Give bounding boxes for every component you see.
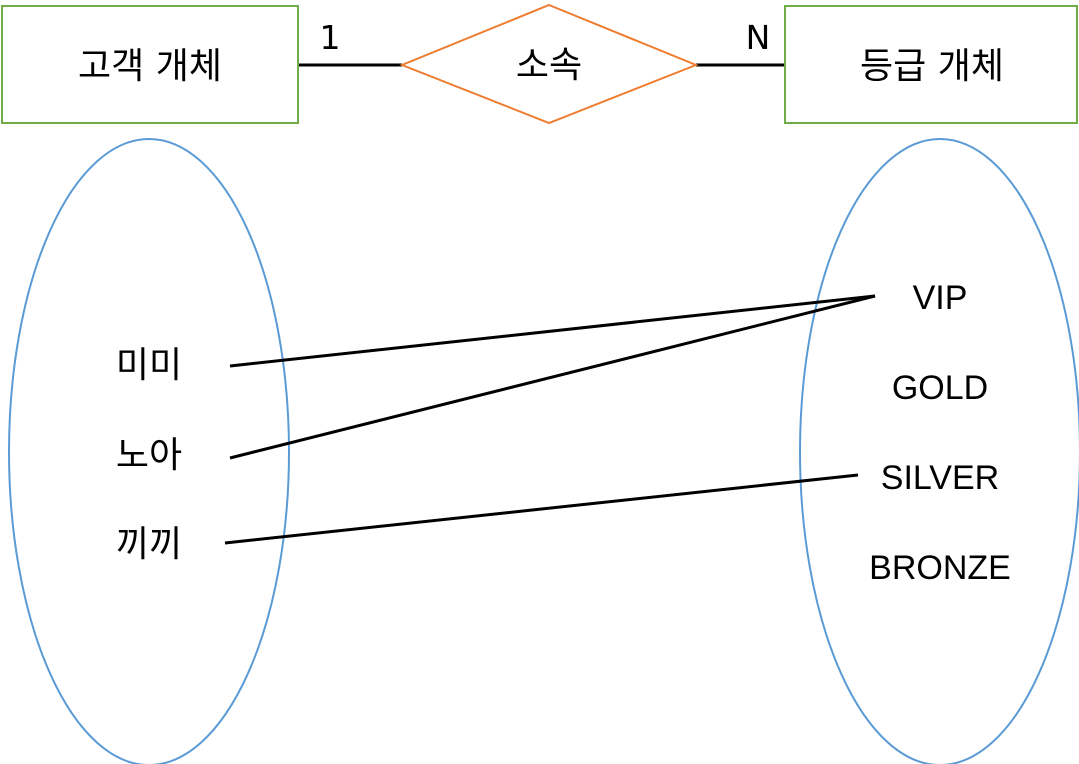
mapping-line-noa-vip xyxy=(229,294,876,460)
grade-entity-box xyxy=(784,5,1078,124)
cardinality-one: 1 xyxy=(320,18,341,57)
customer-set-ellipse xyxy=(8,138,290,764)
grade-entity-label: 등급 개체 xyxy=(860,46,1004,87)
grade-set-ellipse xyxy=(799,138,1079,764)
grade-item: GOLD xyxy=(892,369,988,407)
relationship-diamond xyxy=(399,3,699,125)
customer-item: 미미 xyxy=(116,345,182,386)
relationship-label: 소속 xyxy=(516,45,582,86)
grade-item: VIP xyxy=(913,279,968,317)
cardinality-many: N xyxy=(746,18,771,57)
customer-item: 끼끼 xyxy=(116,524,182,565)
mapping-line-kkikki-silver xyxy=(224,473,859,545)
customer-entity-label: 고객 개체 xyxy=(78,46,222,87)
customer-entity-box xyxy=(1,5,299,124)
mapping-line-mimi-vip xyxy=(229,294,876,368)
customer-item: 노아 xyxy=(116,435,182,476)
grade-item: SILVER xyxy=(881,459,999,497)
grade-item: BRONZE xyxy=(869,549,1011,587)
